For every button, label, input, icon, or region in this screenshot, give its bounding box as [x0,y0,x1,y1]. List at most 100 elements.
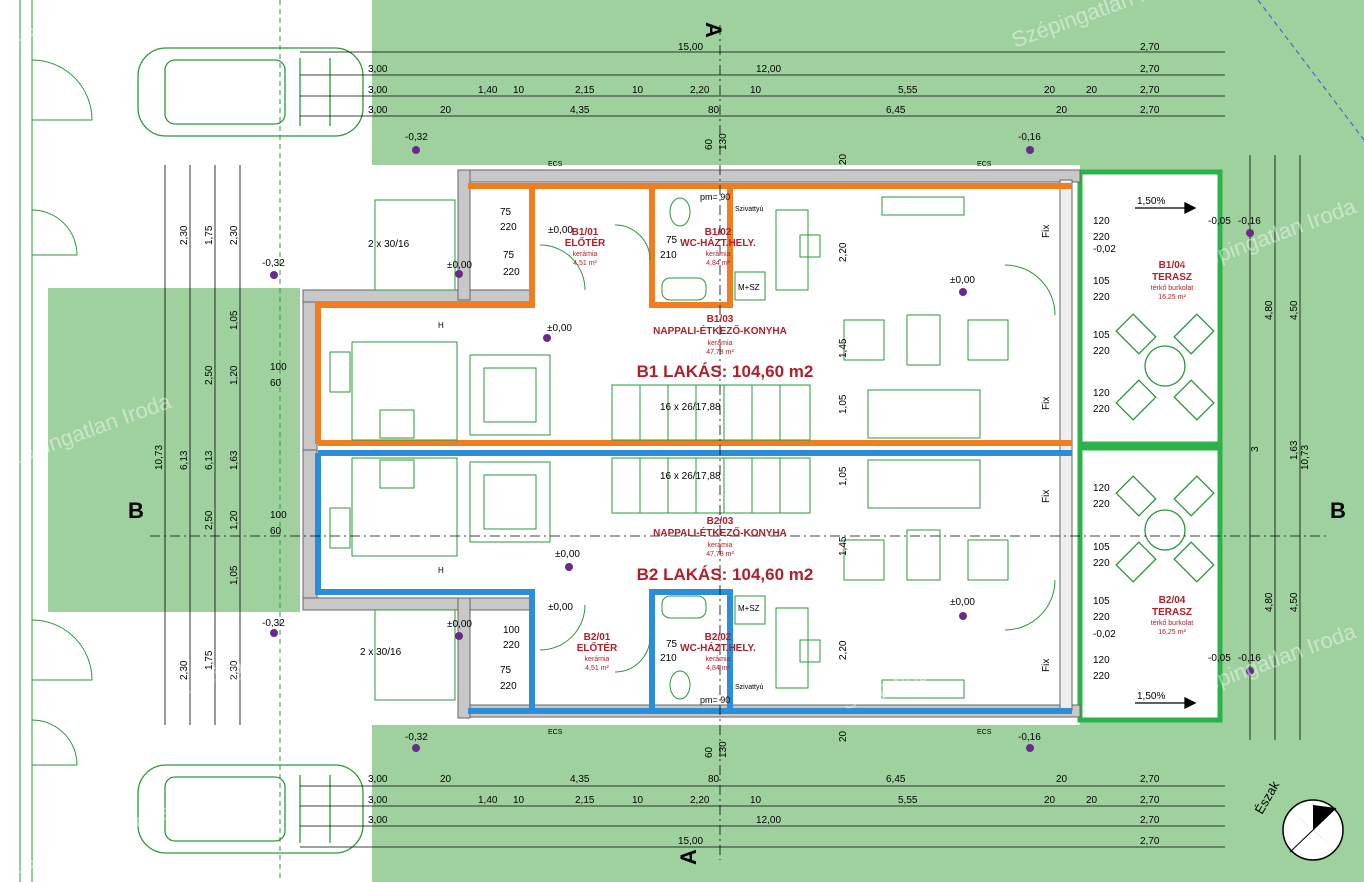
dim-tw-220a: 220 [1093,232,1110,243]
room-b1-02-code: B1/02 [705,227,732,238]
dim-tw-220c: 220 [1093,346,1110,357]
dim-left-175a: 1,75 [204,225,215,245]
dim-door-100b: 100 [503,625,520,636]
dim-door-220a: 220 [500,222,517,233]
dim-left-120b: 1,20 [229,510,240,530]
dim-left-250b: 2,50 [204,510,215,530]
dim-right-163: 1,63 [1289,440,1300,460]
label-msz-1: M+SZ [738,283,760,292]
label-fix-2: Fix [1041,397,1052,410]
level-005-b: -0,05 [1208,653,1231,664]
dim-top-10b: 10 [632,85,644,96]
dim-door-75d: 75 [666,639,678,650]
dim-top-20b: 20 [1086,85,1098,96]
dim-top-300c: 3,00 [368,105,388,116]
dim-door-100a: 75 [503,250,515,261]
dim-right-480a: 4,80 [1264,300,1275,320]
room-b1-04-area: 16,25 m² [1158,294,1186,301]
dim-door-75a: 75 [500,207,512,218]
dim-bot-1200: 12,00 [756,815,781,826]
label-slope-b2: 1,50% [1137,691,1165,702]
dim-tw-120c: 120 [1093,483,1110,494]
dim-bot-140: 1,40 [478,795,498,806]
level-b1-right: ±0,00 [950,275,975,286]
room-b2-03-code: B2/03 [707,516,734,527]
label-pm-1: pm= 90 [700,192,730,202]
label-pump-1: Szivattyú [735,206,764,213]
dim-top-555: 5,55 [898,85,918,96]
slope-arrows [1135,201,1197,710]
dim-top-270d: 2,70 [1140,105,1160,116]
dim-wall-105b: 1,05 [838,466,849,486]
room-b1-03-code: B1/03 [707,314,734,325]
dim-top-80: 80 [708,105,720,116]
level-b2-living: ±0,00 [555,549,580,560]
room-b2-02-code: B2/02 [705,632,732,643]
label-ecs-2: ECS [977,161,992,168]
label-h-2: H [438,566,444,575]
dim-win-60b: 60 [270,526,282,537]
dim-bot-270b: 2,70 [1140,795,1160,806]
room-b1-01-name: ELŐTÉR [565,236,606,249]
room-b1-01-code: B1/01 [572,227,599,238]
dim-tw-220e: 220 [1093,499,1110,510]
room-b2-02-finish: kerámia [706,656,731,663]
dim-tw-105b: 105 [1093,330,1110,341]
dim-tw-120a: 120 [1093,216,1110,227]
dim-left-163: 1,63 [229,450,240,470]
room-b2-01-area: 4,51 m² [585,665,609,672]
label-ecs-1: ECS [548,161,563,168]
dim-left-613a: 6,13 [179,450,190,470]
dim-tw-120b: 120 [1093,388,1110,399]
room-b1-04-finish: térkő burkolat [1151,285,1193,292]
level-b1-living: ±0,00 [547,323,572,334]
dim-left-230c: 2,30 [229,225,240,245]
dim-top-270c: 2,70 [1140,85,1160,96]
room-b2-03-area: 47,78 m² [706,551,734,558]
label-ecs-3: ECS [548,729,563,736]
dim-wall-130b: 130 [718,741,729,758]
dim-right-450a: 4,50 [1289,300,1300,320]
section-a-bottom: A [676,849,701,865]
level-032-l2: -0,32 [262,618,285,629]
level-032-l1: -0,32 [262,258,285,269]
dim-bot-555: 5,55 [898,795,918,806]
room-b2-01-code: B2/01 [584,632,611,643]
dim-wall-105a: 1,05 [838,394,849,414]
dim-bot-435: 4,35 [570,774,590,785]
dim-bot-270c: 2,70 [1140,815,1160,826]
dim-left-230a: 2,30 [179,225,190,245]
dim-top-300a: 3,00 [368,64,388,75]
dim-wall-145a: 1,45 [838,338,849,358]
terrace-furniture [1115,313,1215,583]
dim-bot-220: 2,20 [690,795,710,806]
section-b-right: B [1330,498,1346,523]
dim-top-220: 2,20 [690,85,710,96]
dim-top-20c: 20 [440,105,452,116]
dim-bot-270d: 2,70 [1140,836,1160,847]
level-b1-entry: ±0,00 [447,260,472,271]
dim-bot-300c: 3,00 [368,815,388,826]
label-msz-2: M+SZ [738,604,760,613]
dim-left-613b: 6,13 [204,450,215,470]
dim-win-60a: 60 [270,378,282,389]
dim-top-20a: 20 [1044,85,1056,96]
room-b1-04-name: TERASZ [1152,272,1192,283]
dim-left-175b: 1,75 [204,650,215,670]
b1-wall-outline-2 [315,302,535,444]
dimension-lines [150,25,1330,860]
label-pump-2: Szivattyú [735,684,764,691]
room-b2-02-name: WC-HÁZT.HELY. [680,641,756,654]
dim-bot-10c: 10 [750,795,762,806]
label-fix-4: Fix [1041,659,1052,672]
label-slope-b1: 1,50% [1137,196,1165,207]
dim-top-1200: 12,00 [756,64,781,75]
dim-top-270b: 2,70 [1140,64,1160,75]
dim-tw-220b: 220 [1093,292,1110,303]
dim-wall-20a: 20 [838,153,849,165]
unit-b1-title: B1 LAKÁS: 104,60 m2 [637,362,814,381]
dim-wall-220b: 2,20 [838,640,849,660]
label-ecs-4: ECS [977,729,992,736]
dim-tw-220g: 220 [1093,612,1110,623]
